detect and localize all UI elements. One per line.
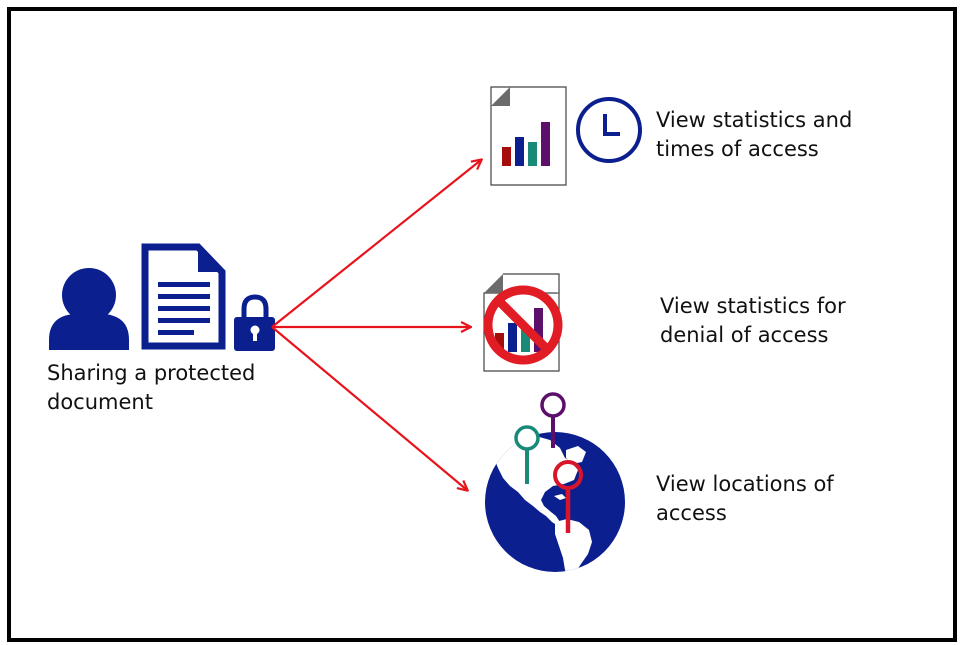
location-pin-icon [540,392,566,448]
arrow-to-locations [271,326,467,490]
bar-chart-document-icon [490,86,567,186]
location-pin-icon [553,460,583,533]
lock-icon [234,294,275,351]
clock-icon [576,97,642,163]
chart-bar [495,333,504,352]
chart-bar [502,147,511,166]
chart-bar [528,142,537,166]
arrow-to-times [271,160,481,328]
document-icon [141,243,226,350]
user-icon [49,268,129,350]
denied-chart-document-icon [483,273,563,372]
denial-of-access-label: View statistics for denial of access [660,294,846,347]
times-of-access-label: View statistics and times of access [656,108,853,161]
chart-bar [541,122,550,166]
chart-bar [521,328,530,352]
chart-bar [534,308,543,352]
globe-icon [485,432,625,572]
chart-bar [508,323,517,352]
sharing-label: Sharing a protected document [47,361,256,414]
location-pin-icon [514,425,540,484]
locations-of-access-label: View locations of access [656,472,834,525]
chart-bar [515,137,524,166]
no-entry-icon [483,285,563,365]
arrows [271,160,481,490]
